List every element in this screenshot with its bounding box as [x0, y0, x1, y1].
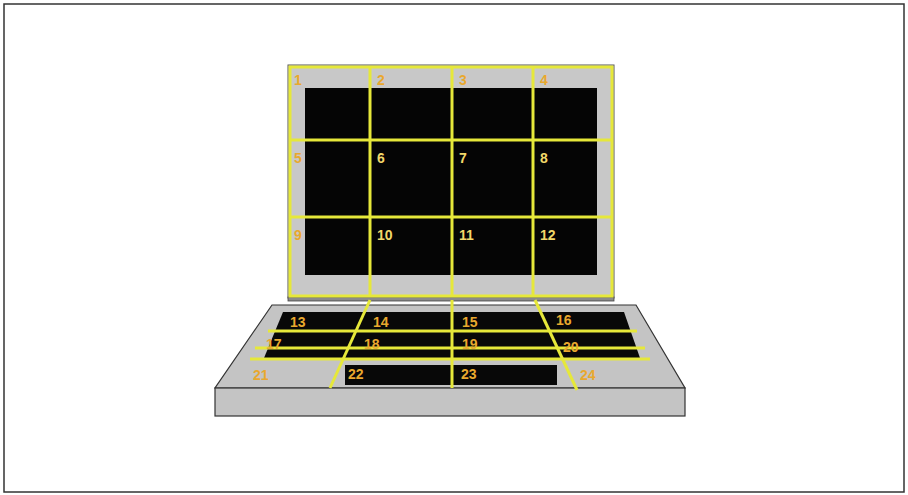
- callout-number: 7: [459, 150, 467, 166]
- keyboard-deck: [215, 305, 685, 388]
- callout-number: 24: [580, 367, 596, 383]
- base-front: [215, 388, 685, 416]
- callout-number: 14: [373, 314, 389, 330]
- callout-number: 3: [459, 72, 467, 88]
- callout-number: 22: [348, 366, 364, 382]
- callout-number: 9: [294, 227, 302, 243]
- callout-number: 6: [377, 150, 385, 166]
- callout-number: 5: [294, 150, 302, 166]
- callout-number: 16: [556, 312, 572, 328]
- grid-lines: [250, 67, 650, 390]
- callout-number: 23: [461, 366, 477, 382]
- callout-number: 18: [364, 336, 380, 352]
- callout-number: 4: [540, 72, 548, 88]
- frame-border: [4, 4, 904, 492]
- callout-number: 1: [294, 72, 302, 88]
- grid-line: [532, 67, 535, 296]
- grid-line: [290, 216, 612, 219]
- callout-number: 17: [266, 336, 282, 352]
- callout-number: 11: [459, 227, 474, 243]
- grid-line: [255, 347, 645, 350]
- callout-number: 21: [253, 367, 269, 383]
- callout-number: 13: [290, 314, 306, 330]
- grid-line: [290, 139, 612, 142]
- callout-number: 15: [462, 314, 478, 330]
- callout-number: 2: [377, 72, 385, 88]
- callout-number: 12: [540, 227, 556, 243]
- grid-line: [250, 358, 650, 361]
- grid-line: [451, 67, 454, 296]
- callout-number: 8: [540, 150, 548, 166]
- grid-outline: [290, 67, 612, 296]
- screen-bezel: [288, 65, 614, 298]
- callout-number: 20: [563, 339, 579, 355]
- callout-number: 19: [462, 336, 478, 352]
- grid-line: [369, 67, 372, 296]
- grid-line: [451, 300, 454, 388]
- callout-number: 10: [377, 227, 393, 243]
